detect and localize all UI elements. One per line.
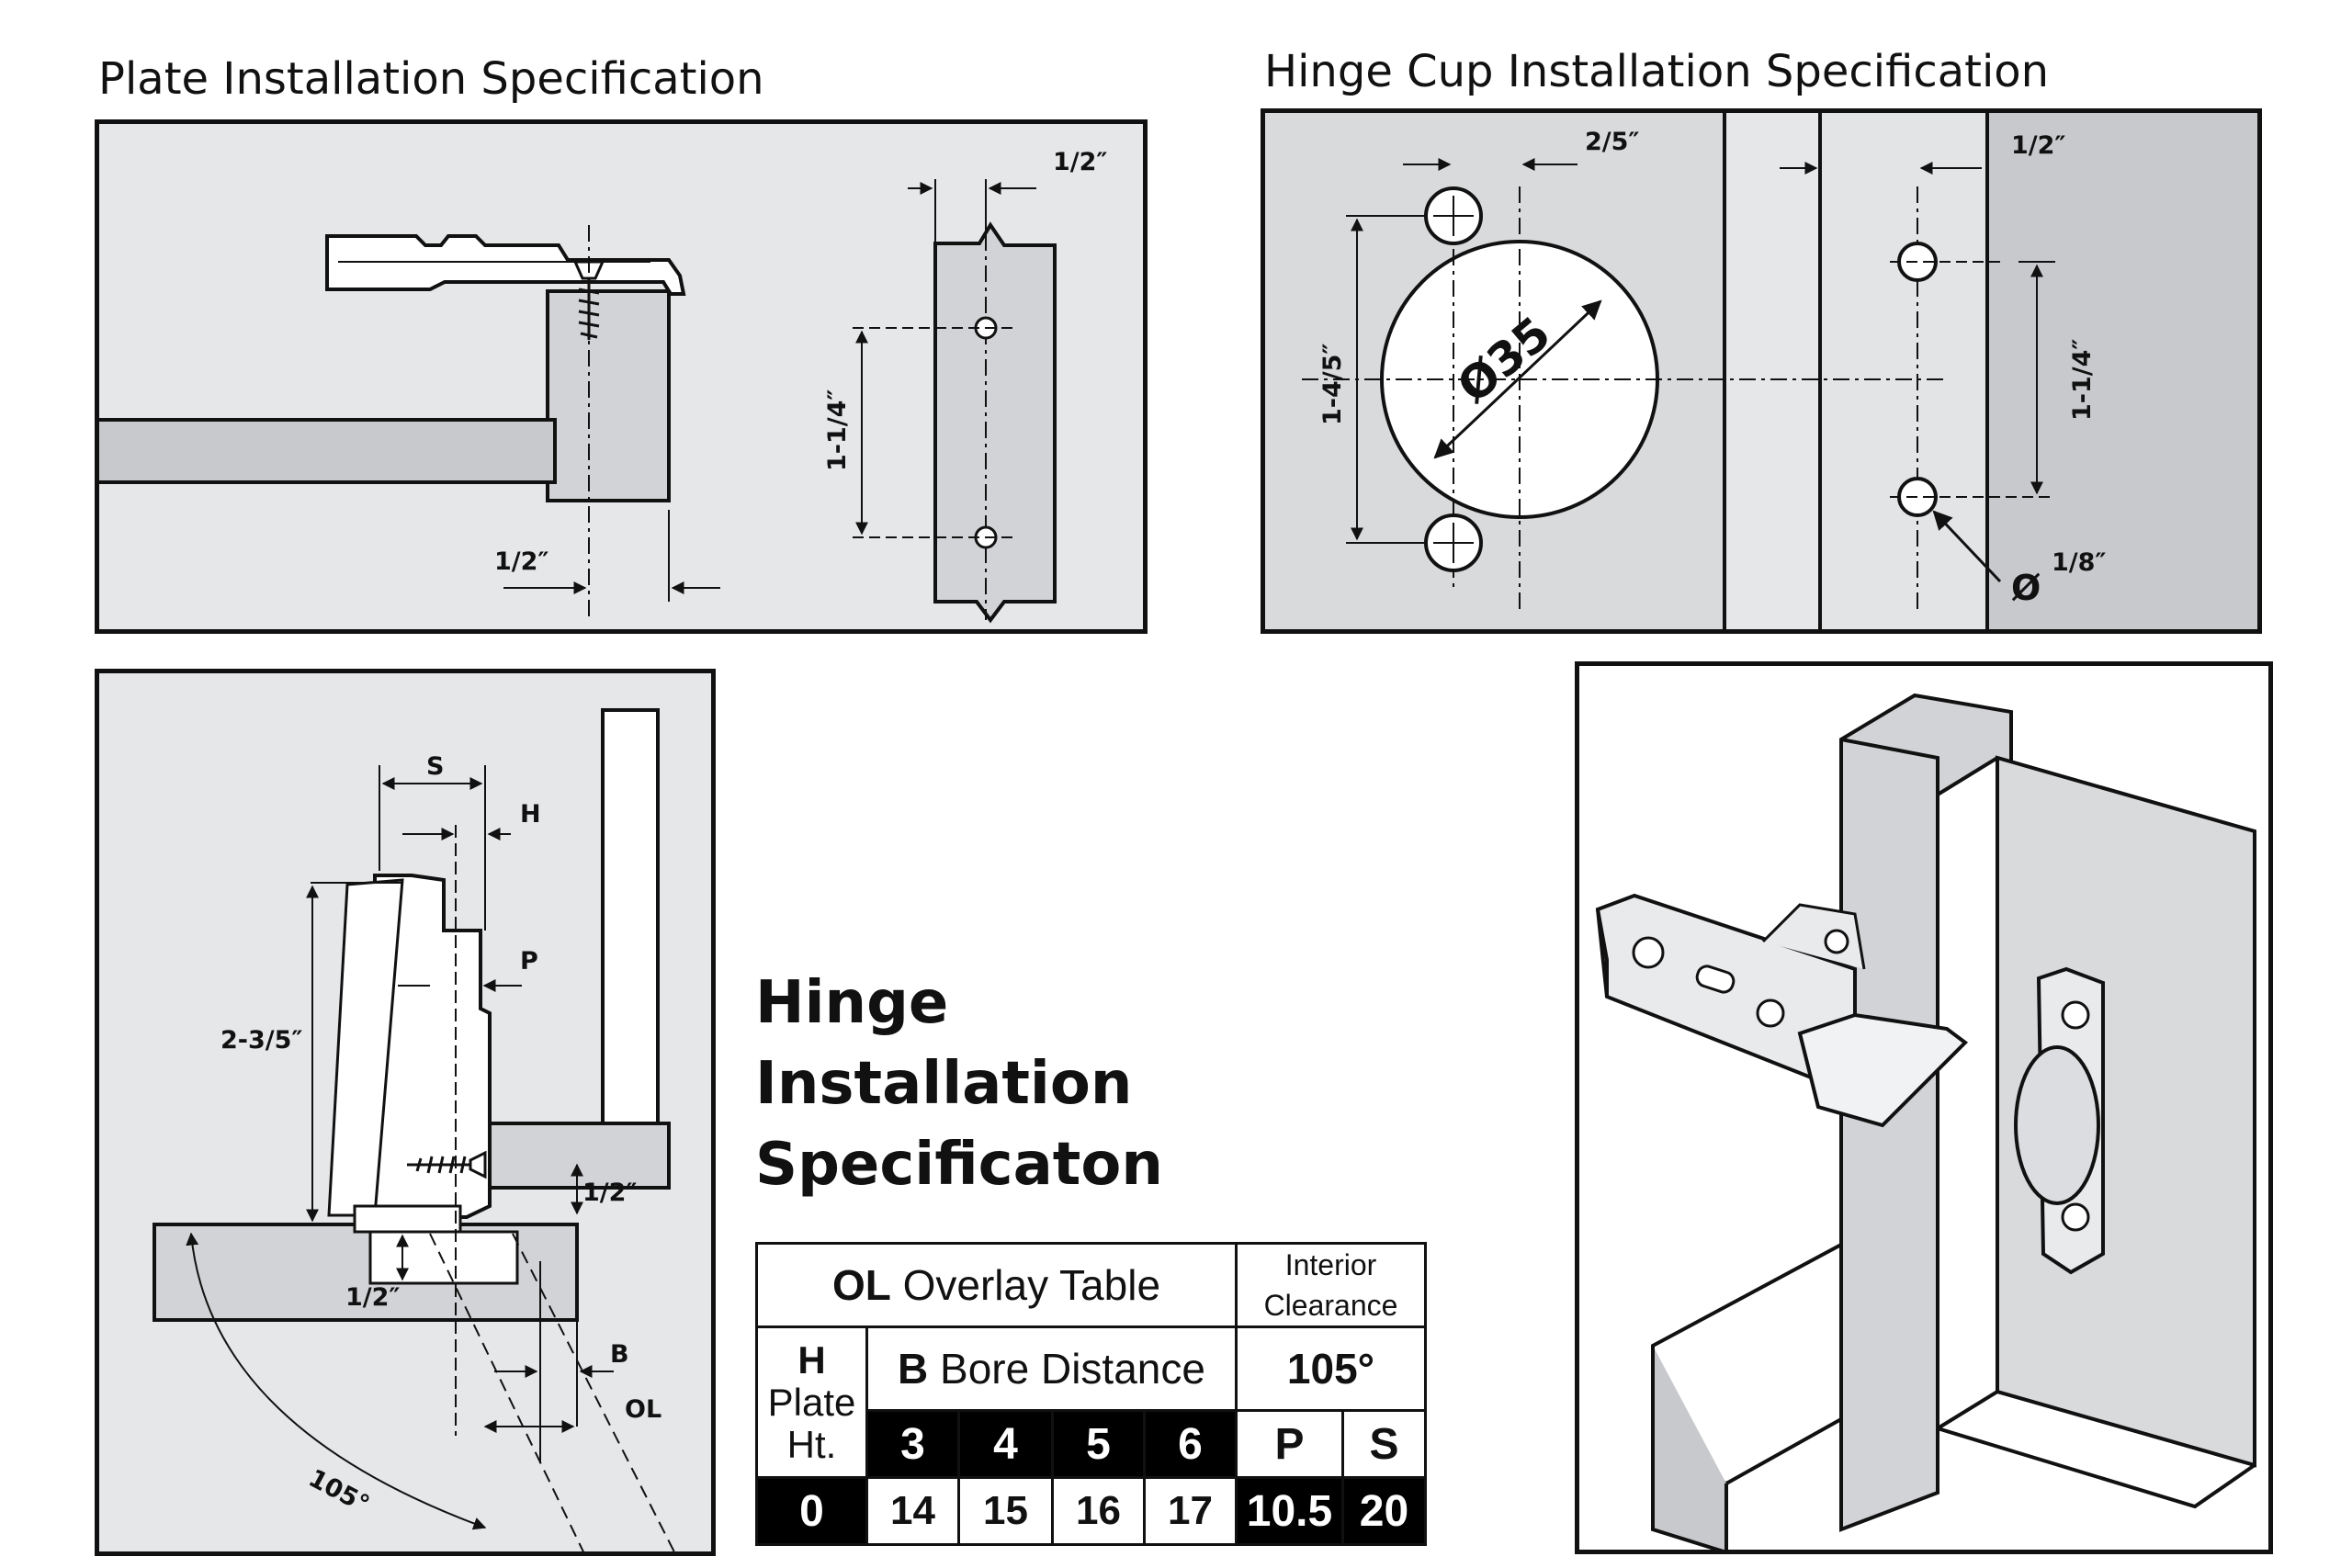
s-header-cell: S [1341,1409,1427,1479]
cup-screw-hole-bottom [1424,513,1483,572]
bore-header-cell: 6 [1143,1409,1238,1479]
bore-distance-header: B Bore Distance [865,1325,1238,1412]
hinge-section-drawing: S H P 2-3/5″ 1/2″ 1/2″ B OL 105° [153,708,675,1551]
cabinet-side-wall [601,708,660,1153]
label-b: B [610,1340,629,1369]
cabinet-side-panel [99,418,567,484]
label-p: P [520,947,538,976]
hinge-section-diagram: S H P 2-3/5″ 1/2″ 1/2″ B OL 105° [95,669,716,1556]
cup-screw-hole-top [1424,186,1483,245]
cup-left-vertical-dimension: 1-4/5″ [1318,344,1347,426]
hinge-cup-section [368,1230,519,1285]
side-height-dimension: 2-3/5″ [220,1026,303,1055]
bore-value-cell: 16 [1051,1476,1146,1546]
plate-screw-2 [1756,998,1785,1028]
cup-installation-drawing: 1-4/5″ Ø35 2/5″ 1-1/4″ 1/2″ Ø 1/8″ [1265,113,2257,629]
cup-screw-2 [2061,1202,2090,1232]
cup-edge-dimension: 1/2″ [2011,131,2066,160]
cup-screw-1 [2061,1000,2090,1030]
isometric-hinge-drawing [1595,693,2256,1550]
cup-spec-title: Hinge Cup Installation Specification [1264,46,2050,97]
cabinet-wall [546,289,671,502]
side-screw [407,1150,487,1179]
bore-value-cell: 17 [1143,1476,1238,1546]
plate-vertical-dimension: 1-1/4″ [823,389,852,472]
hinge-arm-iso [1797,1012,1969,1128]
plate-slot [1695,964,1736,994]
title-line-3: Specificaton [755,1131,1163,1199]
label-s: S [426,752,444,781]
bore-header-cell: 5 [1051,1409,1146,1479]
overlay-table-title: OL Overlay Table [755,1242,1238,1328]
p-header-cell: P [1235,1409,1344,1479]
plate-spec-title: Plate Installation Specification [98,53,764,105]
side-hole-top [1890,242,2000,282]
hinge-plate-base [353,1204,462,1234]
side-hole-bottom [1890,477,2055,517]
plate-top-dimension: 1/2″ [1053,148,1108,176]
clearance-angle: 105° [1235,1325,1427,1412]
mounting-plate [325,234,686,296]
bore-value-cell: 15 [957,1476,1054,1546]
hinge-installation-title: Hinge Installation Specificaton [755,963,1163,1205]
s-value-cell: 20 [1341,1476,1427,1546]
hole-diameter-label: 1/8″ [2052,548,2107,577]
plate-screw-1 [1632,936,1665,969]
hole-diameter-symbol: Ø [2011,568,2041,608]
side-plate-dimension: 1/2″ [345,1283,401,1312]
side-screw-dimension: 1/2″ [582,1179,638,1207]
plate-height-value: 0 [755,1476,868,1546]
cabinet-side-face [1989,113,2257,629]
plate-installation-diagram: 1/2″ 1-1/4″ 1/2″ [95,119,1148,634]
cup-offset-dimension: 2/5″ [1585,128,1640,156]
bore-value-cell: 14 [865,1476,960,1546]
isometric-hinge-illustration [1575,661,2273,1554]
title-line-1: Hinge [755,969,949,1037]
bore-header-cell: 3 [865,1409,960,1479]
label-ol: OL [625,1395,662,1424]
p-value-cell: 10.5 [1235,1476,1344,1546]
cabinet-edge-view [933,221,1057,624]
hinge-cup-iso [2014,1045,2100,1205]
title-line-2: Installation [755,1050,1133,1118]
bore-header-cell: 4 [957,1409,1054,1479]
cup-installation-diagram: 1-4/5″ Ø35 2/5″ 1-1/4″ 1/2″ Ø 1/8″ [1261,108,2262,634]
label-h: H [520,800,541,829]
cup-right-vertical-dimension: 1-1/4″ [2068,339,2097,422]
plate-bottom-dimension: 1/2″ [494,547,549,576]
shelf-front [1651,1346,1728,1550]
plate-installation-drawing: 1/2″ 1-1/4″ 1/2″ [99,148,1108,624]
